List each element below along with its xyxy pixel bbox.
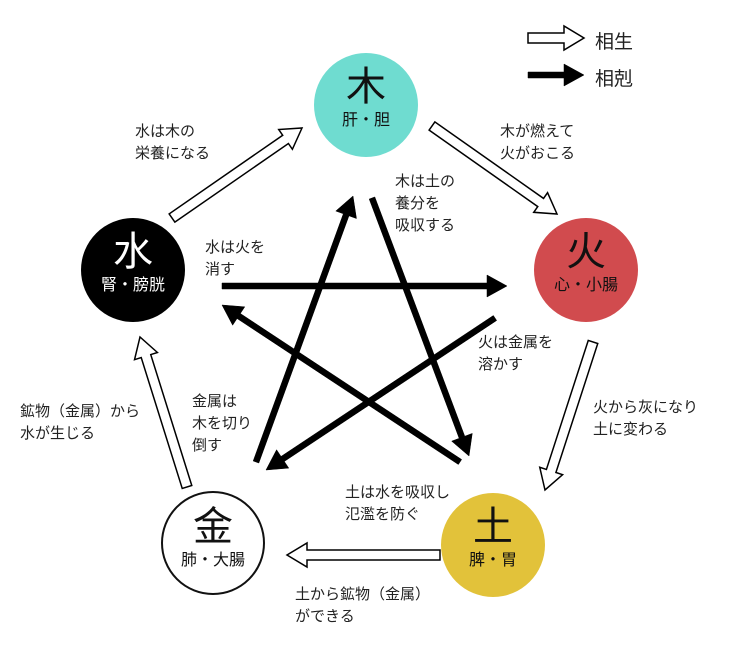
- label-metal-generates-water: 鉱物（金属）から水が生じる: [20, 402, 141, 442]
- legend-controlling-label: 相剋: [595, 68, 634, 90]
- node-metal: 金 肺・大腸: [161, 491, 265, 595]
- node-wood: 木 肝・胆: [314, 53, 418, 157]
- arrow-metal-to-water: [133, 335, 193, 490]
- arrow-fire-controls-metal: [265, 315, 498, 471]
- label-wood-generates-fire: 木が燃えて火がおこる: [500, 122, 576, 162]
- arrow-metal-controls-wood: [252, 195, 357, 464]
- arrow-wood-controls-earth: [368, 196, 473, 457]
- water-name: 水: [113, 229, 153, 275]
- label-wood-controls-earth: 木は土の養分を吸収する: [395, 172, 456, 234]
- metal-organs: 肺・大腸: [180, 550, 245, 569]
- wood-name: 木: [346, 64, 386, 110]
- label-earth-controls-water: 土は水を吸収し氾濫を防ぐ: [345, 483, 451, 523]
- wood-organs: 肝・胆: [341, 110, 390, 129]
- legend-controlling-arrow-icon: [527, 63, 585, 87]
- label-water-controls-fire: 水は火を消す: [205, 238, 266, 278]
- arrow-earth-to-metal: [285, 541, 441, 569]
- arrow-wood-to-fire: [428, 120, 559, 215]
- label-fire-generates-earth: 火から灰になり土に変わる: [593, 398, 699, 438]
- fire-organs: 心・小腸: [553, 275, 618, 294]
- metal-name: 金: [193, 504, 233, 550]
- node-earth: 土 脾・胃: [441, 493, 545, 597]
- label-fire-controls-metal: 火は金属を溶かす: [478, 333, 554, 373]
- node-water: 水 腎・膀胱: [81, 218, 185, 322]
- label-water-generates-wood: 水は木の栄養になる: [135, 122, 211, 162]
- label-earth-generates-metal: 土から鉱物（金属）ができる: [295, 585, 431, 625]
- arrow-water-controls-fire: [221, 274, 508, 298]
- arrow-water-to-wood: [168, 127, 304, 224]
- arrow-fire-to-earth: [538, 339, 599, 492]
- label-metal-controls-wood: 金属は木を切り倒す: [192, 392, 253, 454]
- arrow-earth-controls-water: [221, 304, 462, 465]
- legend-generating-label: 相生: [595, 31, 634, 53]
- node-fire: 火 心・小腸: [534, 218, 638, 322]
- water-organs: 腎・膀胱: [100, 275, 165, 294]
- earth-name: 土: [473, 504, 513, 550]
- legend-generating-arrow-icon: [527, 24, 586, 52]
- earth-organs: 脾・胃: [468, 550, 517, 569]
- fire-name: 火: [566, 229, 606, 275]
